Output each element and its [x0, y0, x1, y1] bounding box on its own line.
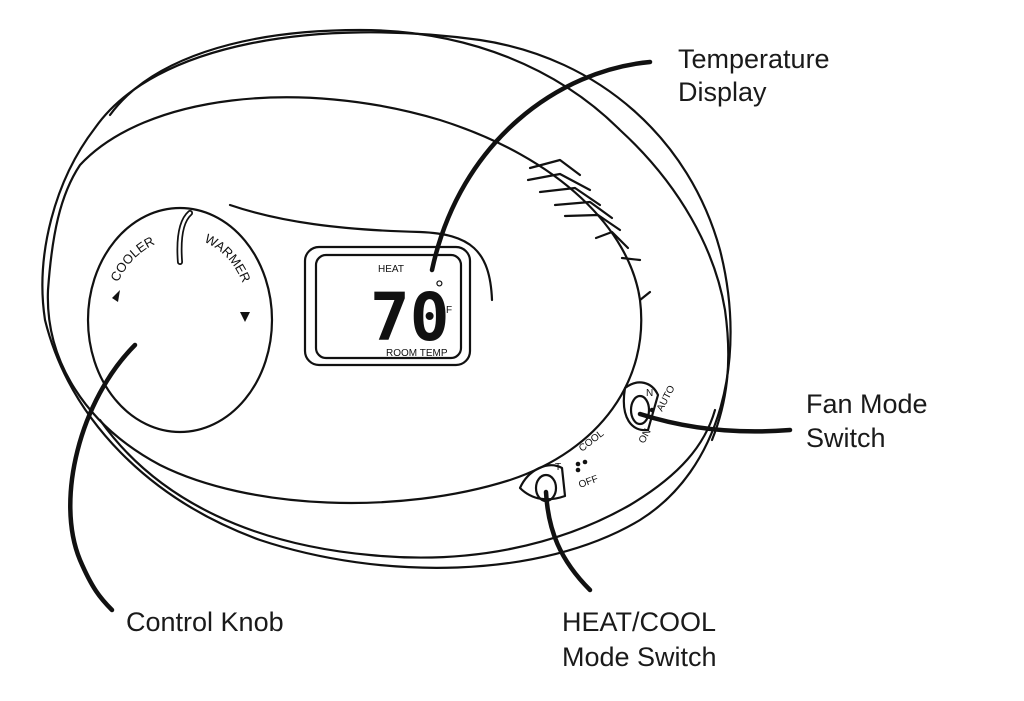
heat-cool-switch[interactable]: T COOL OFF: [518, 428, 607, 503]
fan-switch-dot: [649, 407, 655, 413]
fan-switch-toggle[interactable]: [629, 394, 651, 426]
temperature-display-callout: Temperature Display: [678, 44, 837, 107]
temperature-display: HEAT 70 ° F ROOM TEMP: [303, 245, 472, 367]
display-degree: °: [435, 276, 444, 301]
fan-label-n: N: [646, 388, 653, 399]
fan-mode-switch-callout: Fan Mode Switch: [806, 389, 935, 453]
heat-cool-label-off: OFF: [577, 474, 600, 491]
fan-label-auto: AUTO: [655, 384, 678, 414]
control-knob-callout: Control Knob: [126, 607, 284, 637]
control-knob[interactable]: COOLER WARMER: [86, 206, 274, 434]
heat-cool-dot: [575, 467, 581, 473]
heat-cool-switch-leader: [543, 489, 593, 593]
control-knob-leader: [68, 342, 138, 613]
fan-mode-switch-leader: [637, 411, 793, 434]
knob-face[interactable]: [86, 206, 274, 434]
fan-mode-switch[interactable]: N AUTO ON: [622, 381, 678, 445]
heat-cool-dot: [575, 461, 581, 467]
heat-cool-label-t: T: [555, 462, 561, 473]
display-frame-outer: [303, 245, 472, 367]
display-mode-label: HEAT: [378, 264, 404, 275]
vent-slots: [526, 158, 652, 302]
warmer-arrow-icon: [240, 312, 250, 322]
display-caption: ROOM TEMP: [386, 348, 448, 359]
housing-back-edge: [108, 28, 730, 442]
heat-cool-switch-callout: HEAT/COOL Mode Switch: [562, 607, 723, 672]
display-frame-inner: [314, 253, 463, 360]
heat-cool-switch-slot[interactable]: [518, 464, 567, 501]
display-temperature: 70: [370, 279, 449, 356]
fan-switch-slot[interactable]: [622, 381, 660, 432]
heat-cool-dot: [582, 459, 588, 465]
temperature-display-leader: [429, 59, 653, 273]
knob-indicator-inner: [178, 211, 192, 264]
cooler-arrow-icon: [112, 290, 120, 302]
warmer-label: WARMER: [202, 231, 253, 285]
housing-outer-shell: [41, 31, 732, 569]
housing-bottom-rim: [98, 408, 717, 559]
housing-front-face: [46, 96, 643, 505]
display-unit: F: [446, 305, 452, 316]
display-bezel-swoop: [228, 203, 494, 302]
